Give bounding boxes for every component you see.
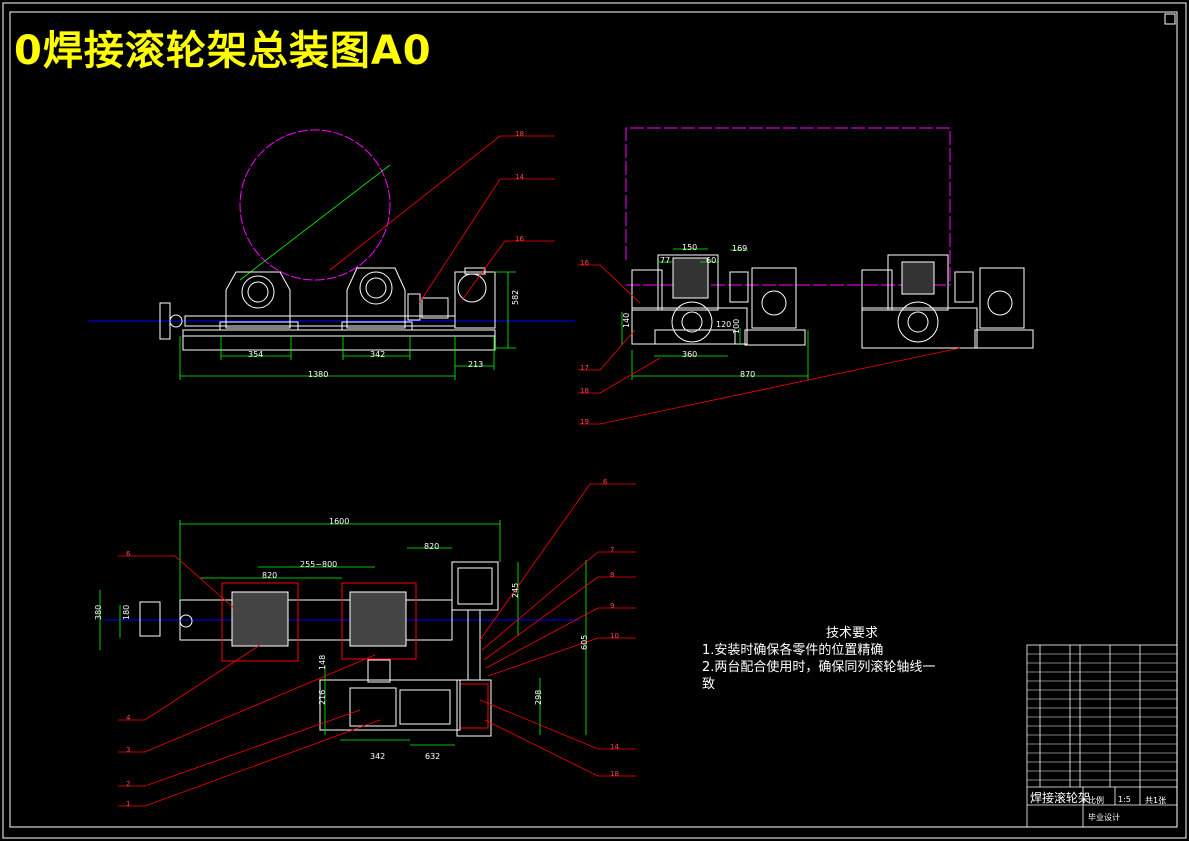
- plan-handwheel: [139, 601, 161, 637]
- title-block-design: 毕业设计: [1088, 813, 1120, 822]
- workpiece-outline-side: [625, 127, 951, 285]
- part-number-label: 16: [580, 259, 589, 267]
- drive-unit-2: [861, 254, 1034, 349]
- part-number-label: 16: [515, 235, 524, 243]
- title-block-scale-label: 比例: [1088, 796, 1104, 805]
- title-block-scale: 1:5: [1118, 795, 1131, 804]
- sheet-border-inner: [9, 11, 1178, 828]
- plan-coupling: [399, 689, 451, 725]
- dimension-label-front: 213: [468, 360, 484, 369]
- front-dimension-lines: [179, 271, 516, 380]
- dimension-label-plan: 342: [370, 752, 386, 761]
- part-number-label: 18: [580, 387, 589, 395]
- dimension-label-plan: 820: [262, 571, 278, 580]
- part-number-label: 1: [126, 800, 131, 808]
- plan-leaders-left: [118, 555, 381, 807]
- part-number-label: 6: [126, 550, 131, 558]
- plan-motor: [451, 561, 499, 611]
- plan-motor-inner: [457, 567, 493, 605]
- part-number-label: 2: [126, 780, 131, 788]
- plan-roller-frame-2: [341, 582, 417, 660]
- dimension-label-side: 169: [732, 244, 748, 253]
- dimension-label-side: 120: [716, 320, 732, 329]
- tech-requirement-3: 致: [702, 677, 716, 692]
- dimension-label-side: 100: [732, 318, 741, 334]
- dimension-label-front: 582: [511, 289, 520, 305]
- plan-roller-1: [231, 591, 289, 647]
- dimension-label-front: 354: [248, 350, 264, 359]
- plan-reducer-highlight: [459, 683, 489, 729]
- dimension-label-front: 342: [370, 350, 386, 359]
- part-number-label: 17: [580, 364, 589, 372]
- tech-requirements-heading: 技术要求: [826, 626, 879, 641]
- workpiece-circle: [239, 129, 391, 281]
- part-number-label: 6: [603, 478, 608, 486]
- side-leaders: [578, 264, 961, 425]
- part-number-label: 18: [610, 770, 619, 778]
- part-number-label: 14: [515, 173, 524, 181]
- part-number-label: 8: [610, 571, 615, 579]
- dimension-label-plan: 605: [580, 634, 589, 650]
- side-dimension-lines: [621, 248, 809, 380]
- drawing-title: 0焊接滚轮架总装图A0: [14, 28, 432, 74]
- drive-unit-1: [631, 254, 806, 346]
- side-view: [578, 127, 1034, 425]
- part-number-label: 7: [610, 546, 615, 554]
- dimension-label-side: 140: [622, 312, 631, 328]
- dimension-label-plan: 298: [534, 689, 543, 705]
- plan-dimension-lines: [99, 520, 587, 746]
- front-coupling-2: [421, 297, 449, 319]
- dimension-label-side: 360: [682, 350, 698, 359]
- title-block: [1026, 644, 1178, 828]
- plan-gear: [367, 659, 391, 683]
- tech-requirement-2: 2.两台配合使用时，确保同列滚轮轴线一: [702, 660, 936, 675]
- dimension-label-plan: 216: [318, 689, 327, 705]
- dimension-label-plan: 820: [424, 542, 440, 551]
- dimension-label-plan: 180: [122, 604, 131, 620]
- dimension-label-plan: 255~800: [300, 560, 338, 569]
- roller-support-1: [219, 271, 299, 331]
- plan-roller-2: [349, 591, 407, 647]
- front-leaders: [329, 135, 555, 303]
- dimension-label-plan: 632: [425, 752, 441, 761]
- front-coupling: [407, 293, 421, 321]
- roller-support-2: [341, 267, 413, 331]
- dimension-label-side: 150: [682, 243, 698, 252]
- part-number-label: 18: [515, 130, 524, 138]
- handwheel-hub: [169, 314, 183, 328]
- dimension-label-side: 60: [706, 256, 717, 265]
- dimension-label-side: 77: [660, 256, 671, 265]
- tech-requirement-1: 1.安装时确保各零件的位置精确: [702, 643, 884, 658]
- dimension-label-side: 870: [740, 370, 756, 379]
- plan-reducer: [456, 679, 492, 737]
- front-base: [182, 329, 496, 351]
- corner-mark: [1164, 13, 1176, 25]
- plan-roller-frame-1: [221, 582, 299, 662]
- part-number-label: 14: [610, 743, 619, 751]
- parts-list-rows: [1027, 653, 1177, 781]
- front-motor: [454, 267, 496, 329]
- title-block-sheet: 共1张: [1145, 796, 1167, 805]
- plan-view: [99, 483, 636, 807]
- front-view: [88, 129, 575, 380]
- dimension-label-front: 1380: [308, 370, 329, 379]
- part-number-label: 3: [126, 746, 131, 754]
- part-number-label: 9: [610, 602, 615, 610]
- dimension-label-plan: 380: [94, 604, 103, 620]
- plan-frame: [179, 599, 453, 641]
- plan-handwheel-hub: [179, 614, 193, 628]
- part-number-label: 10: [610, 632, 619, 640]
- plan-drive-motor: [349, 687, 397, 727]
- dimension-label-plan: 245: [511, 582, 520, 598]
- dimension-label-plan: 1600: [329, 517, 350, 526]
- plan-leaders-right: [479, 483, 636, 777]
- workpiece-diameter-line: [239, 164, 391, 281]
- title-block-drawing-name: 焊接滚轮架: [1030, 791, 1091, 805]
- dimension-label-plan: 148: [318, 654, 327, 670]
- part-number-label: 4: [126, 714, 131, 722]
- part-number-label: 19: [580, 418, 589, 426]
